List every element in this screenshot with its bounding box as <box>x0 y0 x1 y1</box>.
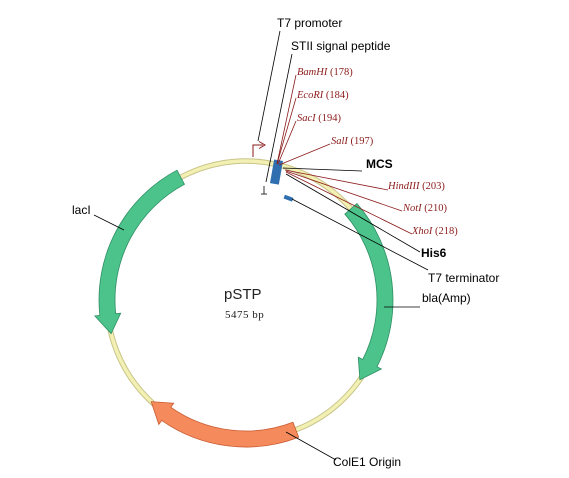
t7-promoter-arrowhead-icon <box>258 141 266 149</box>
leader-his6 <box>285 173 421 253</box>
plasmid-name: pSTP <box>224 286 262 303</box>
site-bamhi-enzyme: BamHI <box>297 67 328 78</box>
site-xhoi: XhoI (218) <box>411 226 458 237</box>
leader-xhoi <box>285 171 413 235</box>
leader-t7-promoter <box>257 30 281 142</box>
mcs-block <box>269 159 284 185</box>
leader-lines <box>93 30 429 461</box>
leader-stii <box>265 53 293 183</box>
leader-bamhi <box>276 74 297 165</box>
site-bamhi-pos: (178) <box>330 67 353 78</box>
site-noti: NotI (210) <box>402 203 448 214</box>
his6-block <box>283 194 294 202</box>
label-laci: lacI <box>72 203 91 217</box>
site-noti-pos: (210) <box>424 203 447 214</box>
leader-ecori <box>276 97 297 165</box>
site-ecori: EcoRI (184) <box>296 90 349 101</box>
site-ecori-enzyme: EcoRI <box>296 90 324 101</box>
site-saci-pos: (194) <box>318 113 341 124</box>
origin-arrow <box>150 401 300 448</box>
leader-noti <box>285 170 403 212</box>
leader-laci <box>93 214 125 231</box>
lacI-arrow <box>94 169 186 335</box>
leader-origin <box>285 431 337 461</box>
site-ecori-pos: (184) <box>326 90 349 101</box>
leader-hindiii <box>284 169 389 191</box>
t7-promoter-arrow-icon <box>252 144 263 157</box>
leader-sali <box>278 143 331 166</box>
bla-arrow <box>344 202 394 381</box>
leader-mcs <box>282 167 363 172</box>
leader-t7-terminator <box>291 198 429 271</box>
t7-terminator-mark-icon <box>261 186 267 195</box>
site-xhoi-pos: (218) <box>435 226 458 237</box>
label-his6: His6 <box>421 246 447 260</box>
site-saci: SacI (194) <box>297 113 342 124</box>
label-bla: bla(Amp) <box>422 291 471 305</box>
site-bamhi: BamHI (178) <box>297 67 353 78</box>
site-sali-enzyme: SalI <box>331 136 348 147</box>
site-hindiii-pos: (203) <box>422 181 445 192</box>
site-saci-enzyme: SacI <box>297 113 316 124</box>
label-origin: ColE1 Origin <box>333 455 401 469</box>
site-noti-enzyme: NotI <box>402 203 422 214</box>
site-hindiii: HindIII (203) <box>387 181 445 192</box>
label-t7-terminator: T7 terminator <box>428 271 499 285</box>
label-t7-promoter: T7 promoter <box>277 16 342 30</box>
site-sali-pos: (197) <box>351 136 374 147</box>
label-mcs: MCS <box>366 157 393 171</box>
plasmid-size: 5475 bp <box>225 309 264 321</box>
site-sali: SalI (197) <box>331 136 374 147</box>
site-hindiii-enzyme: HindIII <box>387 181 420 192</box>
leader-saci <box>277 120 297 165</box>
label-stii: STII signal peptide <box>291 39 391 53</box>
site-xhoi-enzyme: XhoI <box>411 226 433 237</box>
